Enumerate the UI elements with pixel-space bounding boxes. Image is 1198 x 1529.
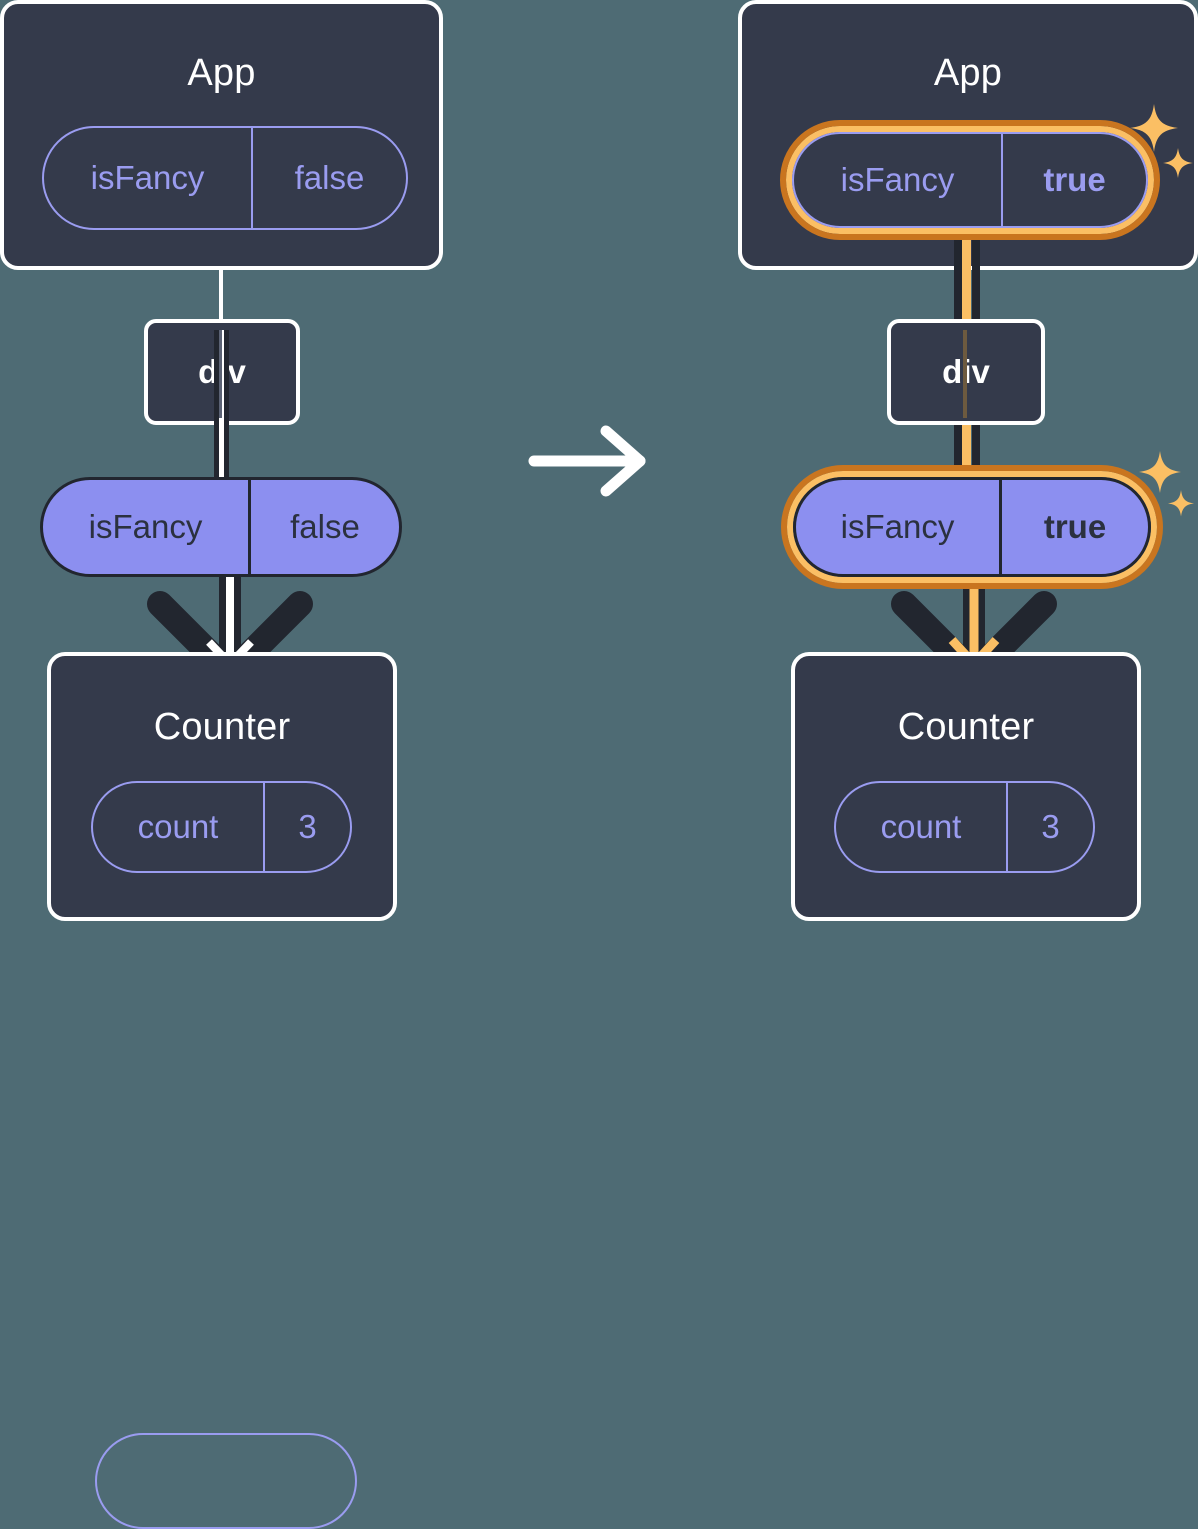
state-pill-key-after: isFancy: [840, 161, 955, 198]
connector-div-to-pill-after-left: [954, 420, 962, 495]
sparkle-large-icon: [1139, 451, 1181, 493]
connector-app-to-div-after-left: [954, 225, 962, 335]
counter-state-pill-key-before: count: [137, 808, 219, 845]
component-title-counter-before: Counter: [153, 706, 291, 748]
connector-app-to-div-after-center: [962, 225, 971, 335]
state-pill-key-before: isFancy: [90, 159, 205, 196]
connector-app-to-div-before: [219, 250, 223, 328]
prop-pill-isfancy-after: isFancy true: [793, 477, 1151, 577]
sparkle-large-icon: [1130, 104, 1178, 152]
connector-app-to-div-after-right: [972, 225, 980, 335]
connector-through-div-after: [963, 330, 967, 418]
connector-div-to-pill-before-left: [214, 330, 219, 495]
prop-pill-key-after: isFancy: [840, 508, 955, 545]
sparkle-small-icon: [1163, 148, 1193, 178]
connector-div-to-pill-before-right: [224, 330, 229, 495]
prop-pill-value-before: false: [248, 480, 399, 574]
sparkle-small-icon: [1168, 490, 1194, 517]
component-title-app-before: App: [187, 52, 256, 94]
counter-state-pill-value-before: 3: [263, 783, 350, 871]
component-box-app-before: App isFancy false: [0, 0, 443, 270]
counter-state-pill-before: count 3: [91, 781, 352, 873]
state-pill-isfancy-before: isFancy false: [42, 126, 408, 230]
counter-state-pill-after: count 3: [834, 781, 1095, 873]
state-pill-isfancy-after: isFancy true: [792, 132, 1148, 228]
component-title-app-after: App: [933, 52, 1003, 94]
arrow-right-icon: [528, 425, 646, 497]
connector-through-div-before: [219, 330, 222, 418]
prop-pill-key-before: isFancy: [88, 508, 203, 545]
state-pill-count-before: [95, 1433, 357, 1529]
prop-pill-isfancy-before: isFancy false: [40, 477, 402, 577]
connector-div-to-pill-after-right: [972, 420, 980, 495]
component-title-counter-after: Counter: [897, 706, 1035, 748]
sparkle-group-prop-after: [1136, 448, 1198, 523]
prop-pill-value-after: true: [999, 480, 1148, 574]
state-pill-value-after: true: [1001, 134, 1146, 226]
state-pill-value-before: false: [251, 128, 406, 228]
sparkle-group-app-after: [1126, 100, 1196, 185]
counter-state-pill-value-after: 3: [1006, 783, 1093, 871]
counter-state-pill-key-after: count: [880, 808, 962, 845]
connector-div-to-pill-after-center: [962, 420, 971, 495]
